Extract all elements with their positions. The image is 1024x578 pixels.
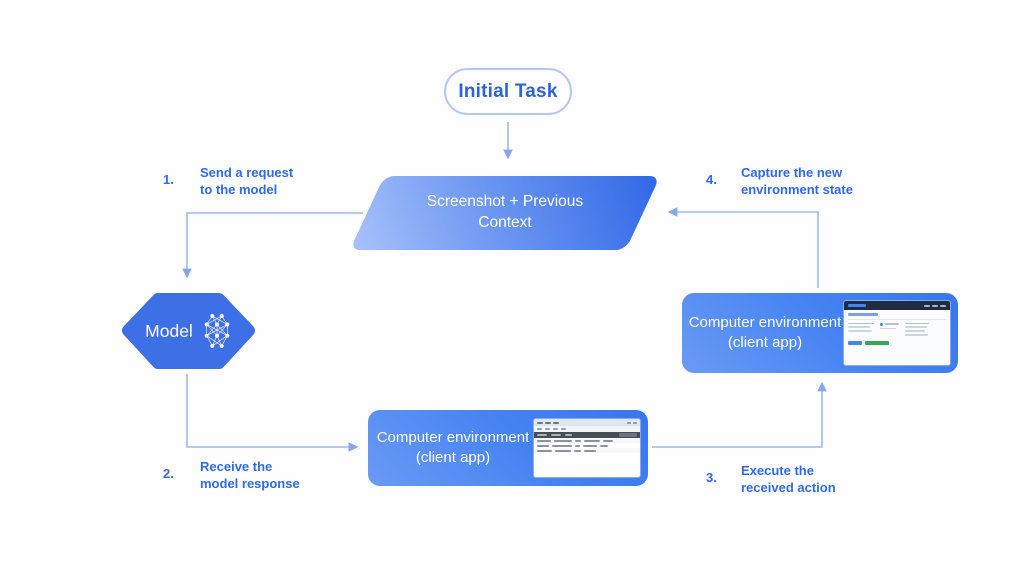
step-1-number: 1.	[163, 172, 174, 187]
arrow-env-to-env	[652, 381, 827, 448]
arrow-context-to-model	[182, 212, 363, 279]
neural-network-icon	[204, 314, 230, 348]
computer-environment-right-node: Computer environment (client app)	[682, 293, 958, 373]
thumbnail-row-list	[534, 438, 640, 453]
file-manager-window-thumbnail	[534, 419, 640, 477]
computer-environment-bottom-node: Computer environment (client app)	[368, 410, 648, 486]
model-node: Model	[122, 293, 255, 369]
thumbnail-navbar	[844, 301, 950, 310]
model-hexagon-shape	[122, 293, 255, 369]
step-3-number: 3.	[706, 470, 717, 485]
arrow-model-to-env	[186, 374, 359, 452]
computer-environment-right-label: Computer environment (client app)	[688, 313, 842, 351]
thumbnail-form-area	[844, 310, 950, 348]
step-2-number: 2.	[163, 466, 174, 481]
thumbnail-title-bar	[534, 419, 640, 426]
initial-task-label: Initial Task	[458, 80, 558, 102]
screenshot-context-node: Screenshot + Previous Context	[349, 176, 661, 250]
thumbnail-green-button	[865, 340, 889, 346]
step-4-label: Capture the new environment state	[741, 165, 853, 197]
step-3-label: Execute the received action	[741, 463, 836, 495]
step-2-label: Receive the model response	[200, 459, 300, 491]
model-label: Model	[145, 320, 193, 341]
initial-task-node: Initial Task	[444, 68, 572, 115]
thumbnail-menu-bar	[534, 426, 640, 432]
step-4-number: 4.	[706, 172, 717, 187]
web-app-window-thumbnail	[844, 301, 950, 365]
screenshot-context-label: Screenshot + Previous Context	[426, 193, 584, 231]
step-1-label: Send a request to the model	[200, 165, 294, 197]
thumbnail-blue-button	[848, 340, 862, 346]
arrow-env-to-context	[667, 207, 819, 288]
computer-environment-bottom-label: Computer environment (client app)	[376, 428, 530, 466]
thumbnail-column-header	[534, 432, 640, 438]
